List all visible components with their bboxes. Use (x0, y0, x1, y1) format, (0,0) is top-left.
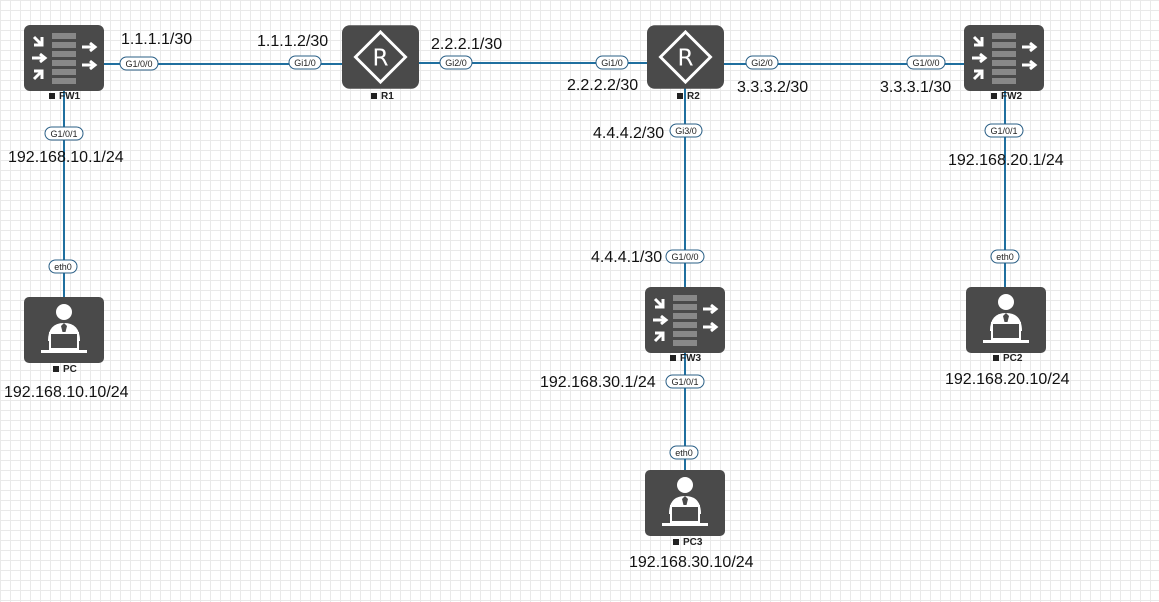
port-r2-gi2-0[interactable]: Gi2/0 (745, 55, 779, 70)
port-label: Gi2/0 (751, 58, 773, 68)
port-fw1-g1-0-0[interactable]: G1/0/0 (119, 56, 159, 71)
port-label: G1/0/0 (125, 59, 152, 69)
port-fw1-g1-0-1[interactable]: G1/0/1 (44, 126, 84, 141)
port-label: Gi1/0 (294, 58, 316, 68)
ip-label-fw2-wan: 3.3.3.1/30 (880, 79, 951, 96)
port-label: G1/0/0 (912, 58, 939, 68)
port-label: eth0 (54, 262, 72, 272)
port-label: Gi3/0 (675, 126, 697, 136)
pc-icon (645, 470, 725, 536)
port-label: eth0 (996, 252, 1014, 262)
status-square-icon (53, 366, 59, 372)
device-label-r2: R2 (687, 91, 700, 102)
device-fw1[interactable]: FW1 (24, 25, 104, 102)
pc-icon (24, 297, 104, 363)
port-pc3-eth0[interactable]: eth0 (669, 445, 699, 460)
ip-label-fw2-lan: 192.168.20.1/24 (948, 152, 1064, 169)
port-label: eth0 (675, 448, 693, 458)
device-label-pc: PC (63, 364, 77, 375)
device-pc3[interactable]: PC3 (645, 470, 725, 548)
device-label-fw1: FW1 (59, 91, 81, 102)
status-square-icon (993, 355, 999, 361)
firewall-icon (964, 25, 1044, 91)
port-r1-gi2-0[interactable]: Gi2/0 (439, 55, 473, 70)
device-pc[interactable]: PC (24, 297, 104, 375)
port-label: G1/0/1 (671, 377, 698, 387)
status-square-icon (673, 539, 679, 545)
status-square-icon (677, 93, 683, 99)
ip-label-r2-down: 4.4.4.2/30 (593, 125, 664, 142)
device-label-fw2: FW2 (1001, 91, 1023, 102)
ip-label-fw1-wan: 1.1.1.1/30 (121, 31, 192, 48)
device-r1[interactable]: R1 (342, 25, 419, 102)
port-label: Gi1/0 (601, 58, 623, 68)
ip-label-fw3-wan: 4.4.4.1/30 (591, 249, 662, 266)
ip-label-fw1-lan: 192.168.10.1/24 (8, 149, 124, 166)
port-fw3-g1-0-1[interactable]: G1/0/1 (665, 374, 705, 389)
port-pc2-eth0[interactable]: eth0 (990, 249, 1020, 264)
port-fw2-g1-0-0[interactable]: G1/0/0 (906, 55, 946, 70)
port-r1-gi1-0[interactable]: Gi1/0 (288, 55, 322, 70)
device-label-pc3: PC3 (683, 537, 703, 548)
port-r2-gi1-0[interactable]: Gi1/0 (595, 55, 629, 70)
device-label-pc2: PC2 (1003, 353, 1023, 364)
status-square-icon (49, 93, 55, 99)
ip-label-pc: 192.168.10.10/24 (4, 384, 129, 401)
firewall-icon (645, 287, 725, 353)
ip-label-r1-left: 1.1.1.2/30 (257, 33, 328, 50)
device-fw3[interactable]: FW3 (645, 287, 725, 364)
status-square-icon (670, 355, 676, 361)
device-label-r1: R1 (381, 91, 394, 102)
router-icon (647, 25, 724, 89)
device-pc2[interactable]: PC2 (966, 287, 1046, 364)
ip-label-r2-right: 3.3.3.2/30 (737, 79, 808, 96)
firewall-icon (24, 25, 104, 91)
port-pc-eth0[interactable]: eth0 (48, 259, 78, 274)
device-fw2[interactable]: FW2 (964, 25, 1044, 102)
ip-label-pc3: 192.168.30.10/24 (629, 554, 754, 571)
ip-label-pc2: 192.168.20.10/24 (945, 371, 1070, 388)
pc-icon (966, 287, 1046, 353)
ip-label-fw3-lan: 192.168.30.1/24 (540, 374, 656, 391)
port-label: Gi2/0 (445, 58, 467, 68)
router-icon (342, 25, 419, 89)
ip-label-r2-left: 2.2.2.2/30 (567, 77, 638, 94)
port-r2-gi3-0[interactable]: Gi3/0 (669, 123, 703, 138)
port-fw3-g1-0-0[interactable]: G1/0/0 (665, 249, 705, 264)
device-label-fw3: FW3 (680, 353, 702, 364)
ip-label-r1-right: 2.2.2.1/30 (431, 36, 502, 53)
port-fw2-g1-0-1[interactable]: G1/0/1 (984, 123, 1024, 138)
status-square-icon (371, 93, 377, 99)
port-label: G1/0/1 (50, 129, 77, 139)
port-label: G1/0/1 (990, 126, 1017, 136)
device-r2[interactable]: R2 (647, 25, 724, 102)
status-square-icon (991, 93, 997, 99)
port-label: G1/0/0 (671, 252, 698, 262)
